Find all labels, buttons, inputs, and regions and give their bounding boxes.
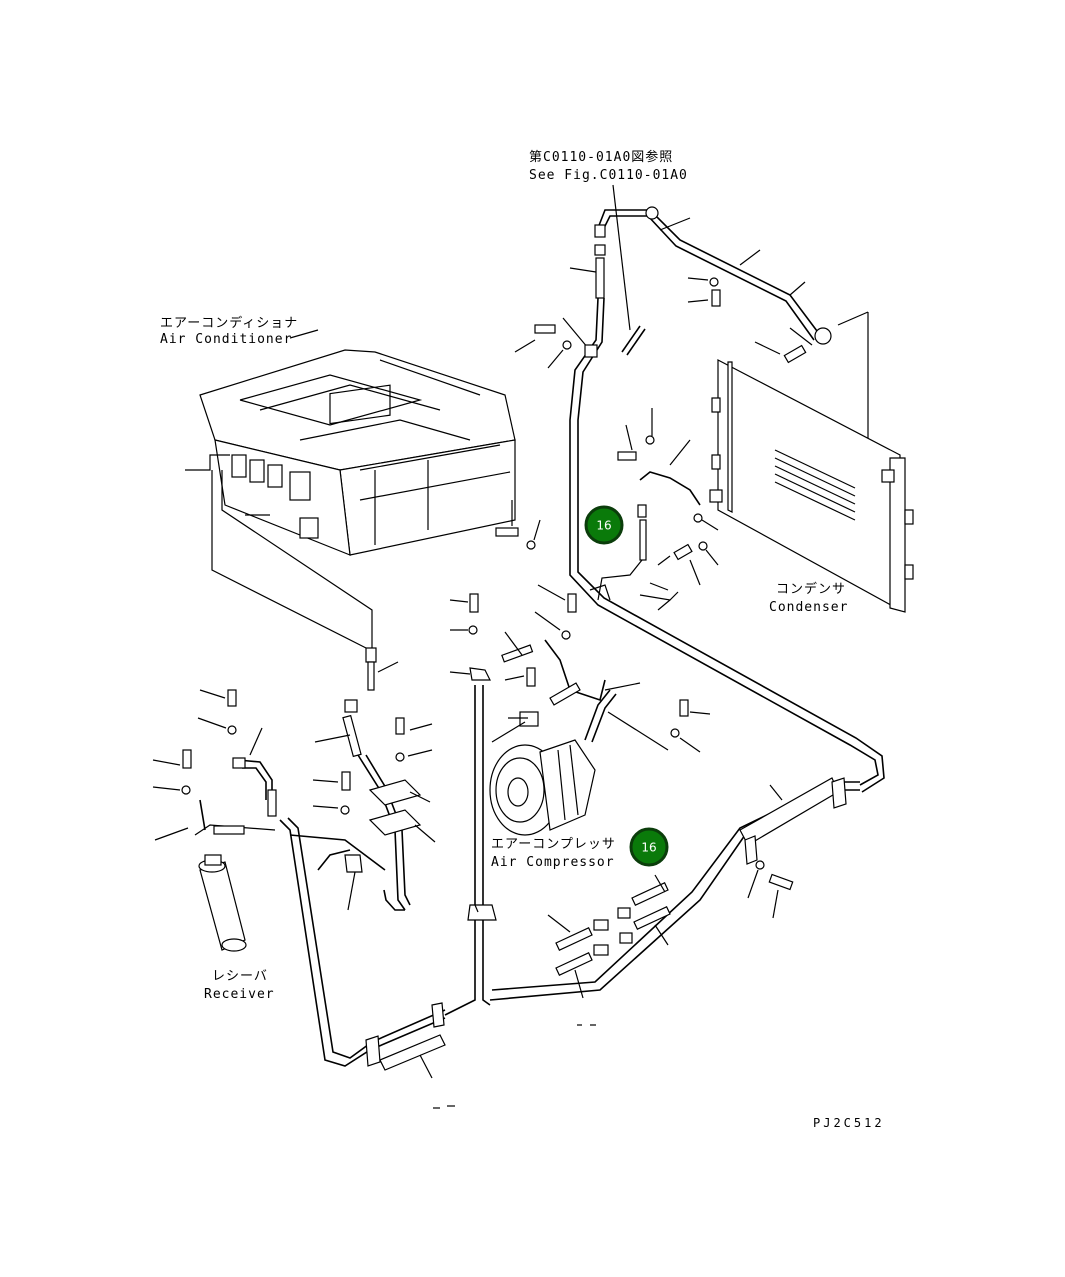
reference-pipe-mark — [621, 325, 641, 353]
part-badge-16-upper[interactable]: 16 — [584, 505, 624, 545]
condenser-inlet-pipe — [514, 206, 869, 480]
svg-text:16: 16 — [641, 841, 656, 855]
receiver-label-en: Receiver — [204, 987, 275, 1002]
reference-label-en: See Fig.C0110-01A0 — [529, 168, 688, 183]
reference-label-jp: 第C0110-01A0図参照 — [529, 149, 673, 165]
svg-text:16: 16 — [596, 519, 611, 533]
part-badge-16-lower[interactable]: 16 — [629, 827, 669, 867]
air-compressor: エアーコンプレッサ Air Compressor — [489, 711, 616, 870]
air-compressor-label-en: Air Compressor — [491, 855, 615, 870]
air-conditioner-label-jp: エアーコンディショナ — [160, 315, 298, 331]
air-conditioner-label-en: Air Conditioner — [160, 332, 292, 347]
air-compressor-label-jp: エアーコンプレッサ — [491, 837, 616, 852]
condenser-label-en: Condenser — [769, 600, 848, 615]
receiver: レシーバ Receiver — [194, 824, 276, 1002]
air-conditioner-unit: エアーコンディショナ Air Conditioner — [160, 315, 516, 556]
drawing-code: PJ2C512 — [813, 1116, 885, 1130]
reference-leader — [612, 184, 631, 331]
receiver-label-jp: レシーバ — [212, 969, 268, 984]
condenser-label-jp: コンデンサ — [776, 581, 846, 597]
condenser: コンデンサ Condenser — [709, 359, 914, 615]
